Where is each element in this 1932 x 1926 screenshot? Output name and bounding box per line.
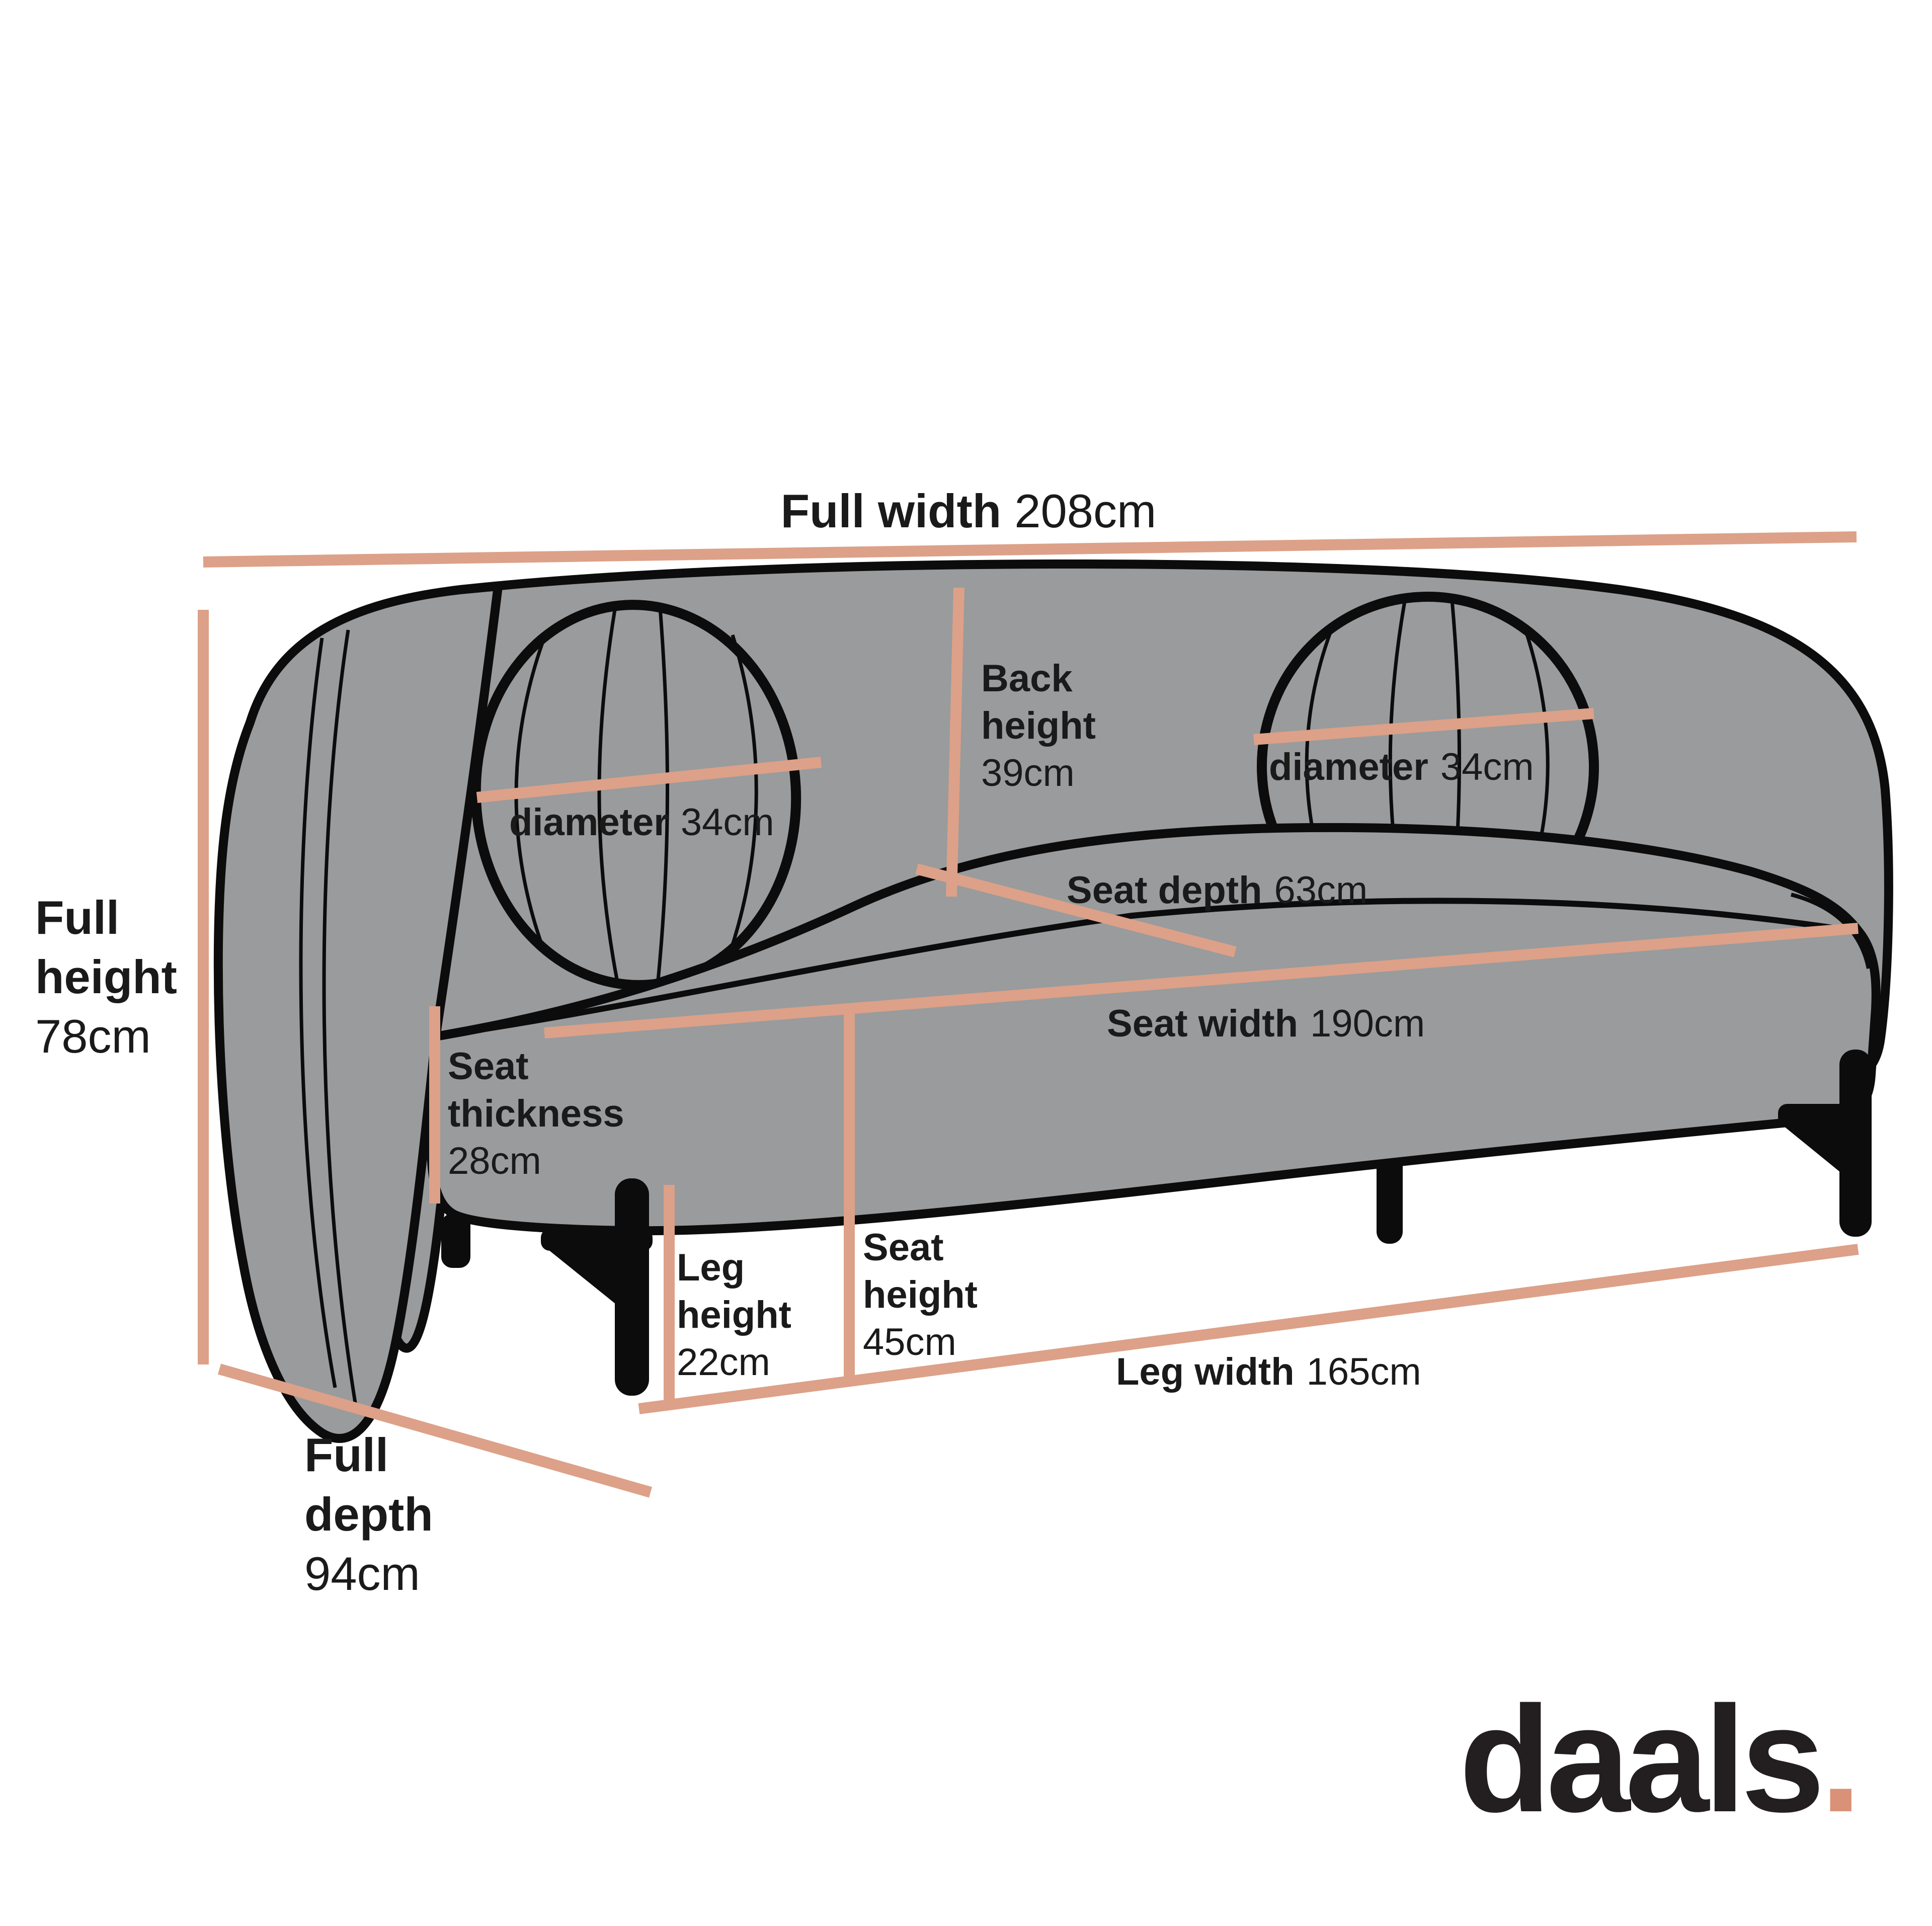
right-leg-bracket <box>1778 1104 1870 1127</box>
seat-width-line <box>544 923 1859 1038</box>
daals-logo-text: daals <box>1459 1674 1820 1843</box>
diameter-left-line <box>476 757 822 803</box>
right-leg-post <box>1839 1050 1872 1237</box>
front-left-leg-post <box>615 1178 649 1396</box>
right-leg-brace <box>1784 1126 1840 1172</box>
cushion-left-seam <box>728 634 758 955</box>
daals-logo-dot: . <box>1820 1674 1857 1843</box>
full-width-label-text: Full width <box>781 485 1002 537</box>
seat-corner-seam <box>1790 893 1871 969</box>
back-height-line <box>946 587 964 897</box>
cushion-left-seam <box>656 607 670 981</box>
front-left-leg-brace <box>546 1248 616 1304</box>
arm-seam-line <box>322 629 357 1403</box>
sofa-leg-front-left <box>541 1178 653 1396</box>
daals-logo: daals. <box>1459 1674 1857 1843</box>
seat-top-edge <box>435 898 1860 1039</box>
arm-seam-line <box>299 637 337 1388</box>
seat-depth-line <box>915 863 1237 957</box>
sofa-leg-right <box>1778 1050 1872 1237</box>
cushion-left-seam <box>597 609 619 980</box>
leg-width-line <box>638 1244 1859 1414</box>
full-depth-line <box>217 1363 653 1498</box>
front-left-leg-bracket <box>541 1229 653 1251</box>
diameter-right-line <box>1253 708 1594 745</box>
sofa-leg-back-left <box>441 1214 470 1268</box>
full-width-value: 208cm <box>1014 485 1156 537</box>
full-width-line <box>203 531 1857 568</box>
